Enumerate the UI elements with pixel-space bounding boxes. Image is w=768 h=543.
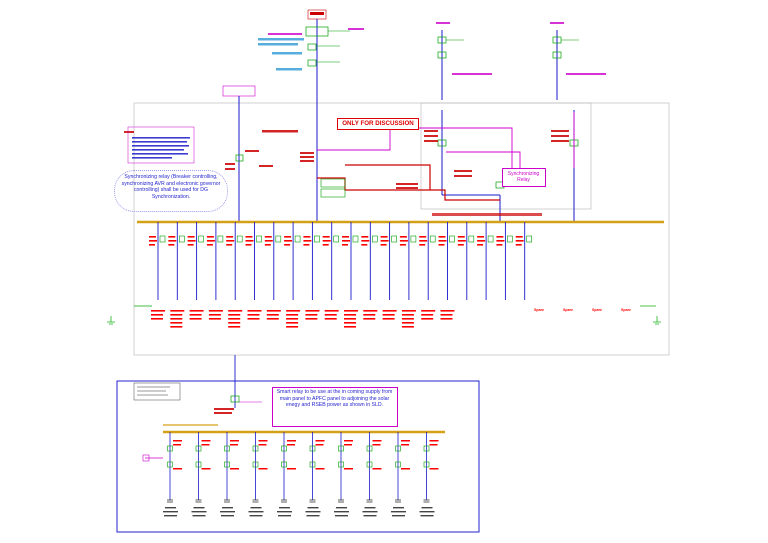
capacitor-stage bbox=[277, 432, 296, 517]
sync-wiring bbox=[317, 177, 500, 201]
feeder-circuit bbox=[226, 222, 243, 328]
feeder-circuit bbox=[284, 222, 301, 328]
feeder-circuit bbox=[149, 222, 166, 320]
feeder-spare-label-4: Spare bbox=[621, 308, 631, 312]
feeder-spare-label-1: Spare bbox=[534, 308, 544, 312]
rmu-box bbox=[305, 26, 329, 37]
feeder-circuit bbox=[496, 222, 513, 300]
sync-relay-box bbox=[502, 168, 546, 187]
capacitor-stages bbox=[163, 432, 439, 517]
smart-relay-note-box bbox=[272, 387, 398, 427]
feeder-circuit bbox=[515, 222, 533, 300]
sync-relay-note-cloud bbox=[114, 170, 228, 212]
capacitor-stage bbox=[248, 432, 268, 517]
feeder-circuit bbox=[361, 222, 378, 320]
feeder-circuit bbox=[438, 222, 455, 320]
apfc-panel-frame bbox=[116, 380, 480, 533]
capacitor-stage bbox=[305, 432, 325, 517]
smart-relay-note: Smart relay to be use at the in coming s… bbox=[276, 389, 393, 408]
capacitor-stage bbox=[163, 432, 182, 517]
main-panel-frame bbox=[133, 102, 670, 356]
feeder-circuit bbox=[457, 222, 475, 300]
apfc-controller bbox=[142, 454, 150, 462]
capacitor-stage bbox=[362, 432, 382, 517]
capacitor-stage bbox=[220, 432, 239, 517]
discussion-banner bbox=[337, 118, 419, 130]
feeder-circuit bbox=[322, 222, 340, 320]
control-wiring bbox=[317, 127, 513, 168]
feeder-circuit bbox=[264, 222, 282, 320]
feeder-spare-label-2: Spare bbox=[563, 308, 573, 312]
feeder-circuit bbox=[187, 222, 204, 320]
apfc-title-box bbox=[133, 382, 181, 401]
capacitor-stage bbox=[334, 432, 353, 517]
solar-pv-box bbox=[222, 85, 256, 97]
feeder-circuit bbox=[206, 222, 224, 320]
feeder-circuit bbox=[245, 222, 262, 320]
feeder-circuit bbox=[399, 222, 417, 328]
feeder-spare-label-3: Spare bbox=[592, 308, 602, 312]
discussion-banner-text: ONLY FOR DISCUSSION bbox=[342, 120, 414, 127]
sync-relay-box-text: Synchronizing Relay bbox=[507, 171, 540, 184]
outgoing-feeders bbox=[149, 222, 533, 328]
feeder-circuit bbox=[419, 222, 436, 320]
general-notes-box bbox=[127, 126, 195, 164]
sync-relay-note: Synchronizing relay (Breaker controlling… bbox=[121, 174, 221, 200]
feeder-circuit bbox=[380, 222, 397, 320]
capacitor-stage bbox=[391, 432, 410, 517]
feeder-circuit bbox=[303, 222, 320, 320]
feeder-circuit bbox=[342, 222, 359, 328]
dg-section-frame bbox=[420, 102, 592, 210]
feeder-circuit bbox=[477, 222, 494, 300]
feeder-circuit bbox=[168, 222, 185, 328]
capacitor-stage bbox=[191, 432, 211, 517]
capacitor-stage bbox=[419, 432, 439, 517]
